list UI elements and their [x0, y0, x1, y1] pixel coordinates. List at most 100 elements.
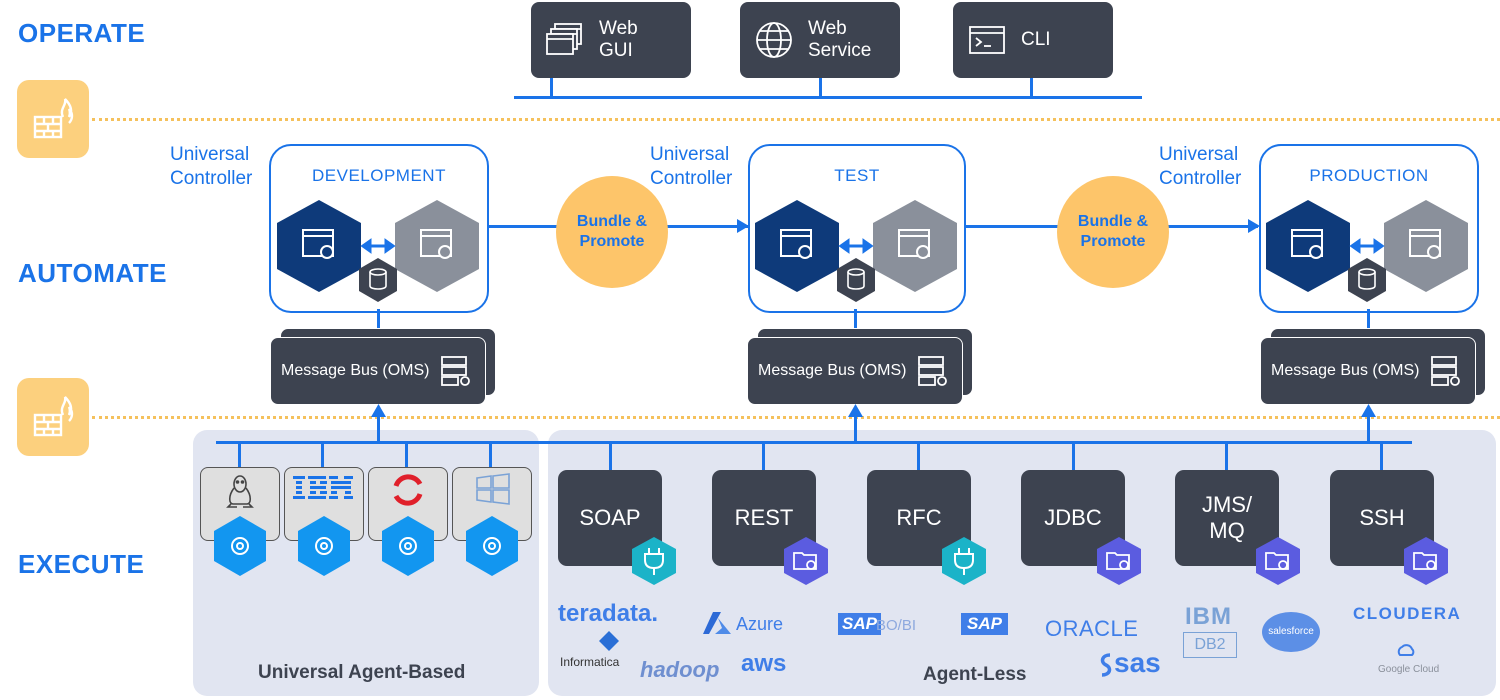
connector-label: REST	[734, 505, 794, 530]
connector-line	[819, 78, 822, 98]
environment-title: TEST	[834, 166, 880, 185]
connector-label: SSH	[1359, 505, 1405, 530]
firewall-boundary-bottom	[92, 416, 1500, 419]
firewall-icon	[17, 80, 89, 158]
environment-title: PRODUCTION	[1309, 166, 1429, 185]
arrow-right-icon	[1248, 219, 1260, 233]
connector-label: JMS/ MQ	[1201, 492, 1253, 543]
controller-cluster-prod	[1266, 200, 1468, 302]
bundle-promote-badge: Bundle & Promote	[556, 176, 668, 288]
informatica-logo: Informatica	[560, 655, 620, 669]
azure-logo-icon	[703, 612, 731, 634]
connector-ssh[interactable]: SSH	[1330, 470, 1434, 566]
web-service-label: Web Service	[808, 18, 872, 61]
firewall-boundary-top	[92, 118, 1500, 121]
layer-label-operate: OPERATE	[18, 18, 146, 48]
aws-logo: aws	[741, 650, 787, 677]
firewall-icon	[17, 378, 89, 456]
arrow-right-icon	[737, 219, 749, 233]
connector-line	[321, 441, 324, 467]
panel-label-agent-less: Agent-Less	[923, 664, 1027, 685]
connector-line	[854, 415, 857, 443]
server-stack-icon	[1431, 356, 1461, 386]
sas-swirl-icon	[1100, 653, 1112, 677]
environment-title: DEVELOPMENT	[312, 166, 446, 185]
universal-controller-label: Universal Controller	[1159, 144, 1242, 189]
windows-logo-icon	[476, 473, 510, 505]
panel-label-agent-based: Universal Agent-Based	[258, 662, 466, 683]
message-bus-label: Message Bus (OMS)	[281, 362, 430, 379]
controller-cluster-dev	[277, 200, 479, 302]
server-stack-icon	[918, 356, 948, 386]
linux-penguin-icon	[226, 475, 254, 508]
informatica-diamond-icon	[599, 631, 619, 651]
message-bus-dev[interactable]: Message Bus (OMS)	[270, 337, 486, 405]
bundle-promote-badge: Bundle & Promote	[1057, 176, 1169, 288]
connector-line	[377, 309, 380, 329]
sap-bobi-logo: BO/BI	[876, 617, 917, 634]
folder-gear-icon	[1256, 537, 1300, 585]
connector-line	[1380, 441, 1383, 471]
message-bus-label: Message Bus (OMS)	[1271, 362, 1420, 379]
connector-line	[1225, 441, 1228, 471]
connector-line	[489, 441, 492, 467]
azure-logo: Azure	[736, 614, 784, 634]
salesforce-logo: salesforce	[1262, 612, 1320, 652]
message-bus-label: Message Bus (OMS)	[758, 362, 907, 379]
message-bus-test[interactable]: Message Bus (OMS)	[747, 337, 963, 405]
operate-bus-line	[514, 96, 1142, 99]
cli-label: CLI	[1021, 29, 1051, 50]
ibm-db2-logo: IBM	[1185, 603, 1232, 630]
web-gui-label: Web GUI	[599, 18, 638, 61]
connector-label: SOAP	[579, 505, 641, 530]
connector-line	[609, 441, 612, 471]
cli-box[interactable]: CLI	[953, 2, 1113, 78]
connector-line	[1367, 309, 1370, 329]
oracle-logo: ORACLE	[1045, 616, 1139, 641]
connector-line	[762, 441, 765, 471]
web-service-box[interactable]: Web Service	[740, 2, 900, 78]
connector-line	[550, 78, 553, 98]
openshift-logo-icon	[393, 474, 423, 506]
universal-controller-label: Universal Controller	[170, 144, 253, 189]
browser-windows-icon	[545, 20, 585, 60]
cloudera-logo: CLOUDERA	[1353, 604, 1462, 623]
connector-line	[405, 441, 408, 467]
terminal-icon	[967, 20, 1007, 60]
folder-gear-icon	[1097, 537, 1141, 585]
globe-icon	[754, 20, 794, 60]
connector-label: JDBC	[1044, 505, 1102, 530]
message-bus-prod[interactable]: Message Bus (OMS)	[1260, 337, 1476, 405]
sas-logo: sas	[1114, 647, 1161, 678]
sap-bobi-badge: SAP	[838, 613, 881, 635]
connector-line	[1030, 78, 1033, 98]
execute-bus-line	[216, 441, 1412, 444]
connector-line	[238, 441, 241, 467]
folder-gear-icon	[1404, 537, 1448, 585]
arrow-up-icon	[848, 404, 863, 417]
universal-controller-label: Universal Controller	[650, 144, 733, 189]
sap-logo: SAP	[961, 613, 1008, 635]
plug-icon	[632, 537, 676, 585]
web-gui-box[interactable]: Web GUI	[531, 2, 691, 78]
connector-line	[917, 441, 920, 471]
arrow-up-icon	[371, 404, 386, 417]
db2-badge: DB2	[1183, 632, 1237, 658]
connector-line	[1367, 415, 1370, 443]
teradata-logo: teradata.	[558, 600, 659, 627]
connector-label: RFC	[896, 505, 942, 530]
connector-line	[377, 415, 380, 443]
agent-gear-row	[214, 516, 518, 576]
plug-icon	[942, 537, 986, 585]
controller-cluster-test	[755, 200, 957, 302]
connector-line	[1072, 441, 1075, 471]
layer-label-automate: AUTOMATE	[18, 258, 167, 288]
arrow-up-icon	[1361, 404, 1376, 417]
ibm-logo-icon	[293, 476, 353, 499]
connector-line	[854, 309, 857, 329]
folder-gear-icon	[784, 537, 828, 585]
google-cloud-icon	[1397, 644, 1415, 656]
server-stack-icon	[441, 356, 471, 386]
layer-label-execute: EXECUTE	[18, 549, 145, 579]
google-cloud-logo: Google Cloud	[1378, 664, 1440, 675]
